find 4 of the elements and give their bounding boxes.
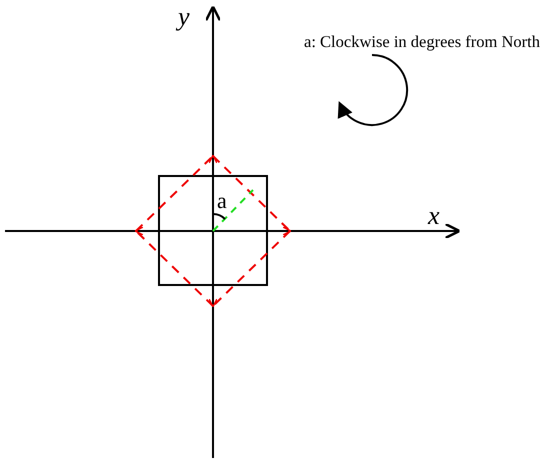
axis-label: x [428,203,440,229]
angle-label: a [217,190,227,212]
axis-label: y [178,4,190,30]
annotation-text: a: Clockwise in degrees from North [304,34,540,50]
